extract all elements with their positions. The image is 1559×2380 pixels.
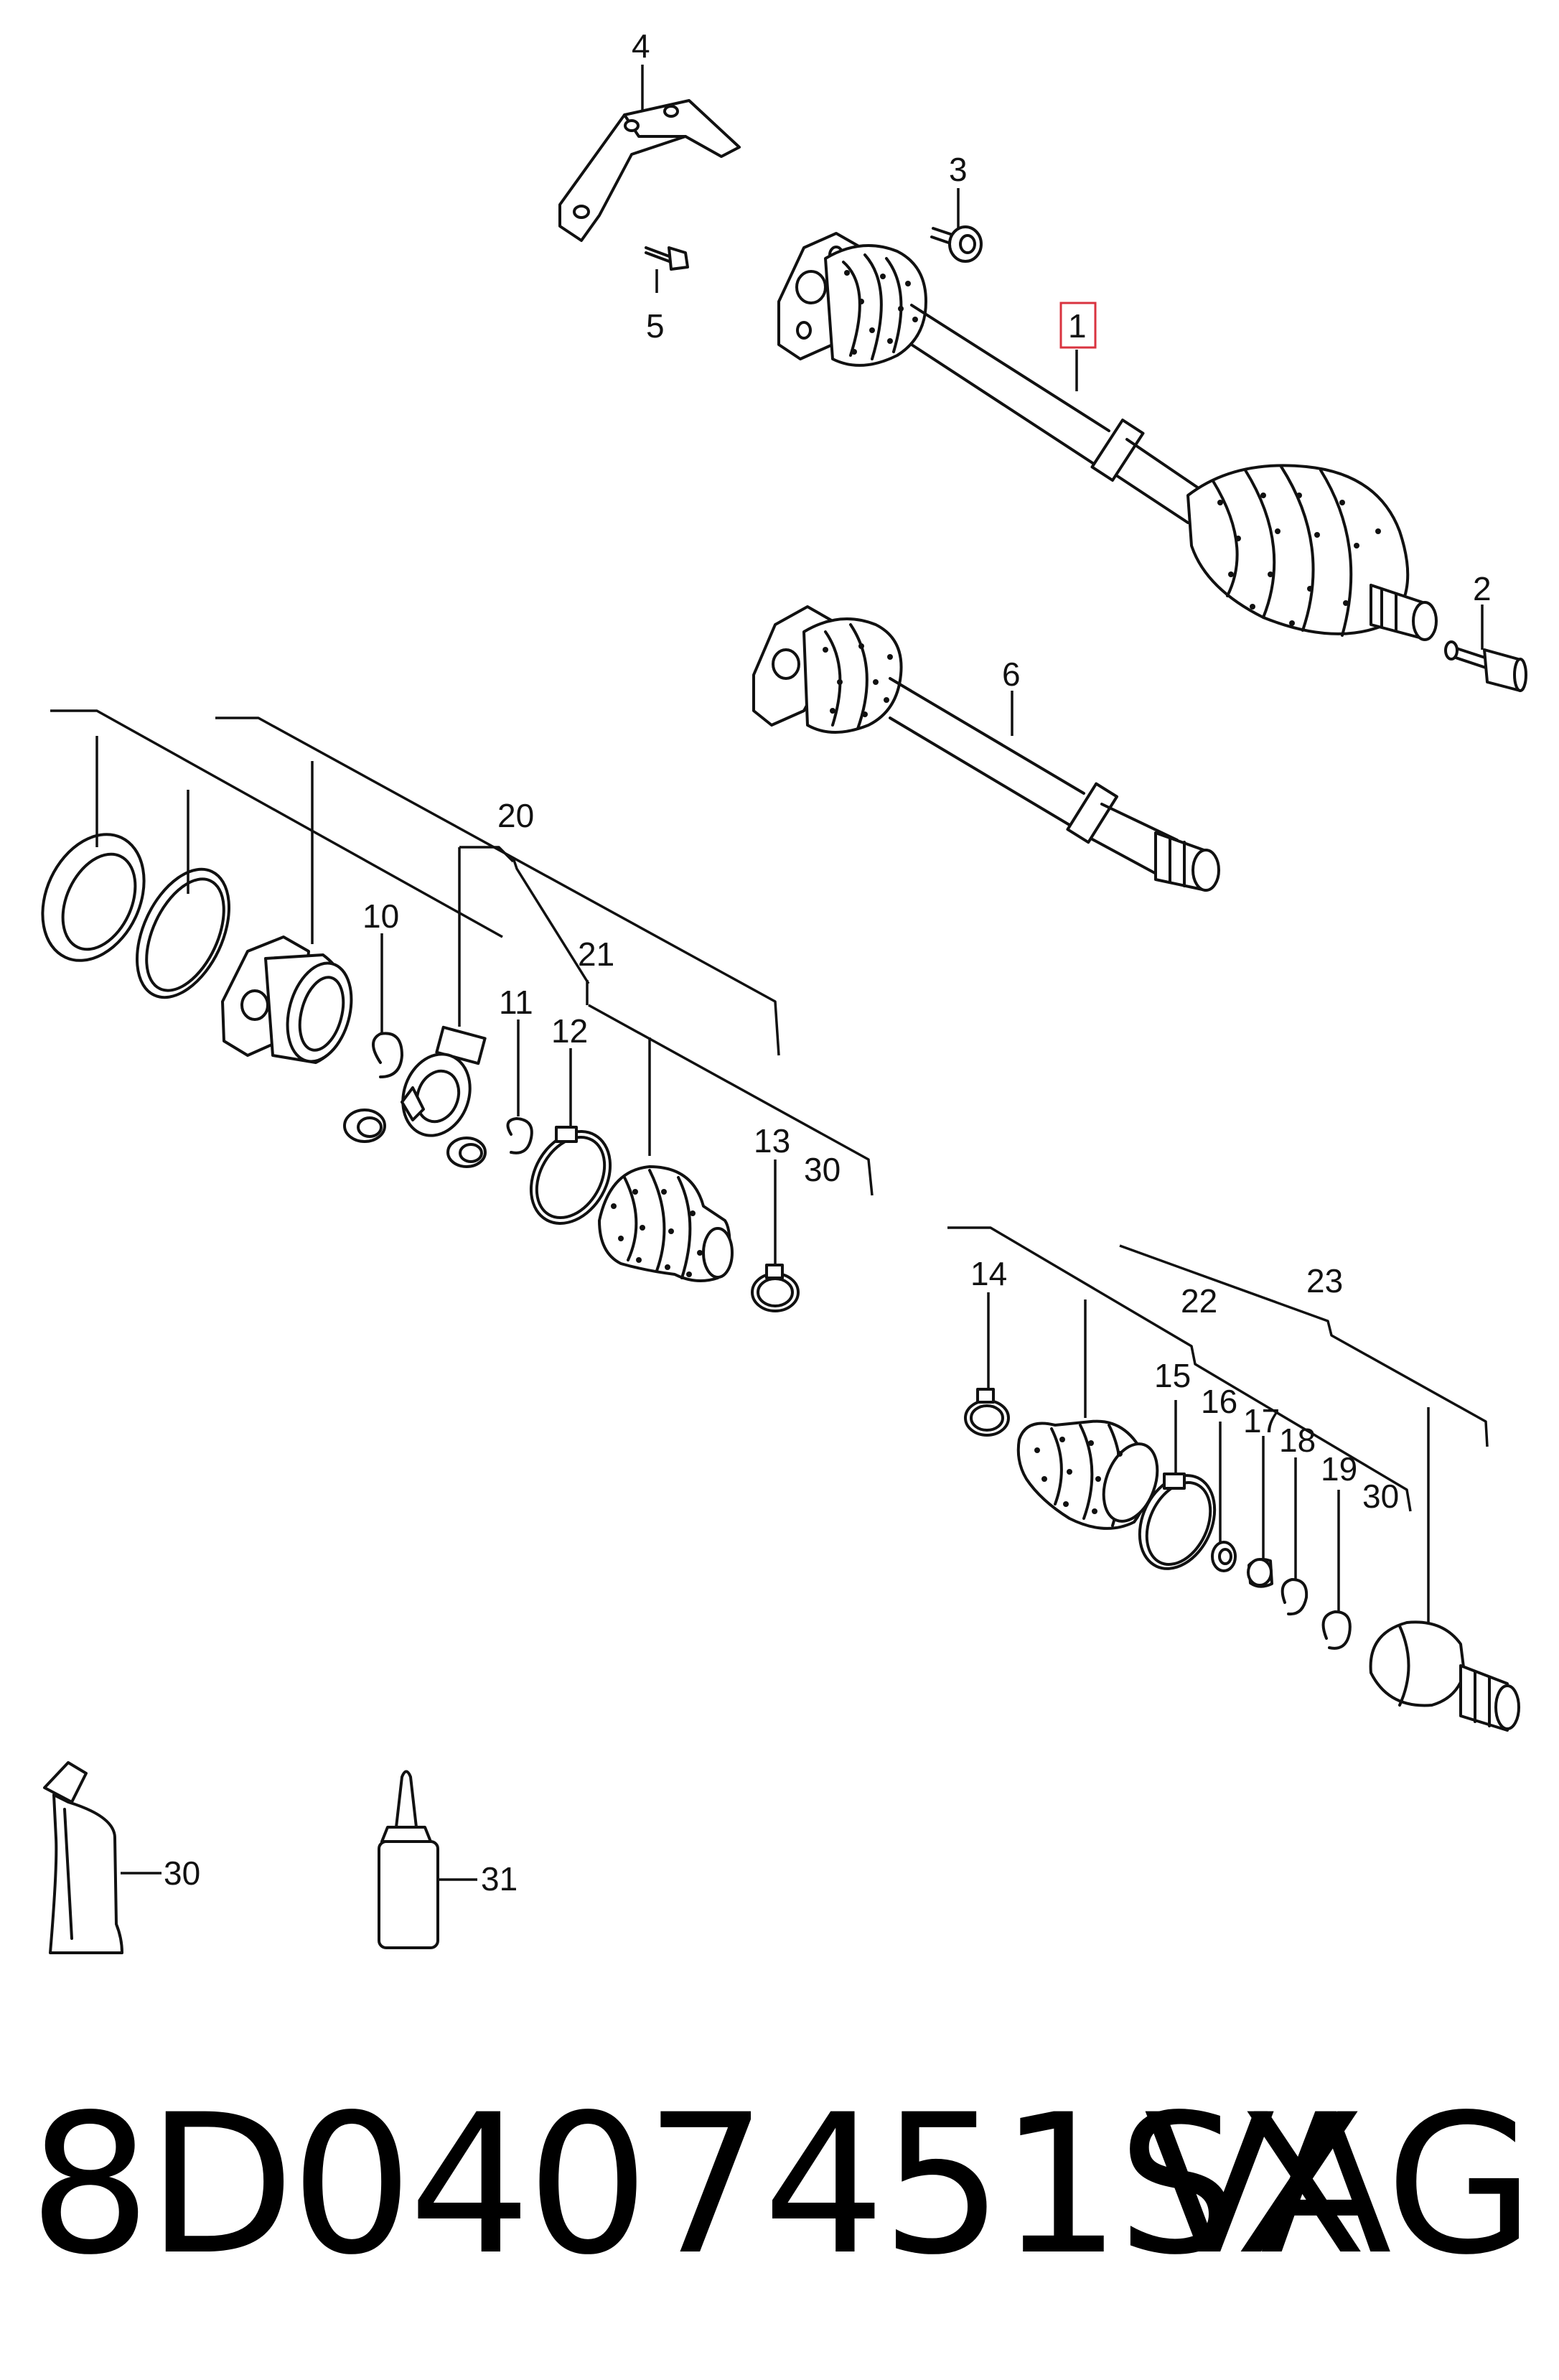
callout-11: 11 <box>499 984 533 1021</box>
callout-2: 2 <box>1473 570 1492 607</box>
part-3-bolt <box>930 225 983 263</box>
part-10-circlip <box>372 1032 403 1078</box>
inner-seal-ring <box>41 833 146 962</box>
callout-15: 15 <box>1154 1357 1191 1394</box>
part-15-clamp <box>1138 1473 1217 1570</box>
spider-assembly <box>401 1025 487 1137</box>
callout-30-outer-kit: 30 <box>1362 1478 1399 1515</box>
outer-boot-texture <box>1034 1437 1123 1514</box>
callout-10: 10 <box>362 897 399 935</box>
callout-14: 14 <box>970 1255 1007 1292</box>
part-4-heat-shield <box>558 99 741 242</box>
callout-1: 1 <box>1068 307 1087 345</box>
callout-23: 23 <box>1306 1262 1343 1299</box>
outer-boot <box>1016 1419 1159 1530</box>
inner-gasket-ring <box>135 867 231 999</box>
callout-labels: 4 5 3 1 2 6 20 21 10 11 12 13 30 14 22 2… <box>164 27 1492 1898</box>
part-31-bottle <box>378 1770 439 1949</box>
brand-caption: VAG <box>1143 2073 1535 2297</box>
leader-lines <box>50 65 1489 1881</box>
part-6-drive-shaft <box>752 605 1220 892</box>
roller-right <box>446 1137 487 1168</box>
callout-17: 17 <box>1243 1402 1280 1439</box>
callout-22: 22 <box>1181 1282 1217 1320</box>
inner-joint-housing <box>221 935 353 1064</box>
part-30-grease-tube <box>43 1761 123 1954</box>
part-11-circlip <box>506 1117 533 1154</box>
callout-16: 16 <box>1201 1383 1237 1420</box>
callout-1-highlight <box>1059 302 1097 349</box>
part-6-boot-texture <box>823 643 893 717</box>
part-17-spacer <box>1247 1558 1273 1588</box>
callout-20: 20 <box>497 797 534 834</box>
part-14-clamp <box>964 1388 1010 1437</box>
part-1-boot-texture <box>844 270 1381 626</box>
callout-31: 31 <box>481 1860 518 1898</box>
callout-30-grease: 30 <box>164 1854 200 1892</box>
callout-19: 19 <box>1321 1450 1357 1488</box>
callout-5: 5 <box>646 307 665 345</box>
part-12-clamp <box>529 1126 612 1225</box>
callout-13: 13 <box>754 1122 790 1159</box>
part-2-bolt <box>1444 640 1527 692</box>
part-13-clamp <box>751 1264 800 1312</box>
part-number-caption: 8D0407451SX <box>29 2073 1367 2297</box>
callout-18: 18 <box>1279 1422 1316 1459</box>
callout-12: 12 <box>551 1012 588 1050</box>
part-23-outer-joint <box>1369 1620 1520 1732</box>
roller-left <box>343 1109 386 1143</box>
inner-boot <box>598 1165 734 1282</box>
part-16-washer <box>1211 1541 1237 1572</box>
callout-3: 3 <box>949 151 968 188</box>
callout-4: 4 <box>632 27 650 65</box>
callout-6: 6 <box>1002 655 1021 693</box>
part-18-circlip <box>1281 1578 1308 1616</box>
part-19-circlip <box>1321 1610 1352 1650</box>
callout-21: 21 <box>578 935 614 973</box>
inner-boot-texture <box>611 1189 703 1277</box>
part-1-drive-shaft <box>777 232 1438 641</box>
part-5-bolt <box>645 246 689 271</box>
callout-30-inner-kit: 30 <box>804 1151 841 1188</box>
